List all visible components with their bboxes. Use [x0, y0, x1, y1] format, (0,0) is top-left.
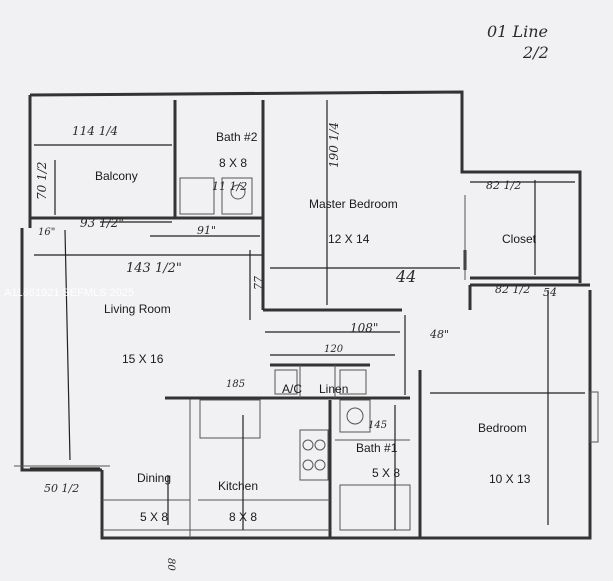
note-108: 108": [350, 321, 378, 335]
room-dining-size: 5 X 8: [140, 510, 168, 524]
room-master: Master Bedroom: [309, 197, 398, 211]
note-82: 82 1/2: [495, 283, 530, 296]
note-91: 91": [197, 224, 216, 237]
note-bath2-width: 11 1/2: [212, 180, 247, 193]
note-120: 120: [324, 344, 344, 355]
note-185: 185: [226, 379, 245, 390]
note-80: 80: [165, 558, 176, 571]
note-16: 16": [38, 227, 55, 238]
room-bedroom: Bedroom: [478, 421, 527, 435]
interior-walls: [30, 100, 590, 538]
room-ac: A/C: [282, 382, 302, 396]
room-balcony: Balcony: [95, 169, 138, 183]
room-kitchen: Kitchen: [218, 479, 258, 493]
unit-note: 2/2: [522, 43, 549, 62]
note-44: 44: [395, 267, 416, 286]
room-dining: Dining: [137, 471, 171, 485]
room-bath1-size: 5 X 8: [372, 466, 400, 480]
fixtures: [179, 177, 411, 531]
room-linen: Linen: [319, 382, 348, 396]
room-living: Living Room: [104, 302, 171, 316]
dimension-lines: [30, 100, 585, 530]
listing-watermark: A11861921 SEFMLS 2025: [4, 287, 134, 299]
note-balcony-width: 114 1/4: [72, 124, 118, 138]
line-note: 01 Line: [487, 22, 548, 41]
note-master-height: 190 1/4: [327, 122, 341, 168]
note-50: 50 1/2: [44, 482, 79, 495]
note-54: 54: [543, 286, 557, 299]
note-143: 143 1/2": [126, 261, 182, 276]
note-closet-width: 82 1/2: [486, 179, 521, 192]
room-living-size: 15 X 16: [122, 352, 164, 366]
note-77: 77: [252, 276, 265, 290]
room-bedroom-size: 10 X 13: [489, 472, 531, 486]
note-93: 93 1/2": [80, 216, 124, 230]
room-bath1: Bath #1: [356, 441, 398, 455]
room-bath2: Bath #2: [216, 130, 258, 144]
note-48: 48": [429, 328, 449, 341]
room-master-size: 12 X 14: [328, 232, 370, 246]
outer-walls: [14, 90, 599, 540]
room-closet: Closet: [502, 232, 537, 246]
note-145: 145: [368, 420, 387, 431]
dimension-notes: 114 1/4 70 1/2 11 1/2 190 1/4 82 1/2 93 …: [35, 122, 557, 571]
room-bath2-size: 8 X 8: [219, 156, 247, 170]
note-balcony-height: 70 1/2: [35, 162, 49, 200]
